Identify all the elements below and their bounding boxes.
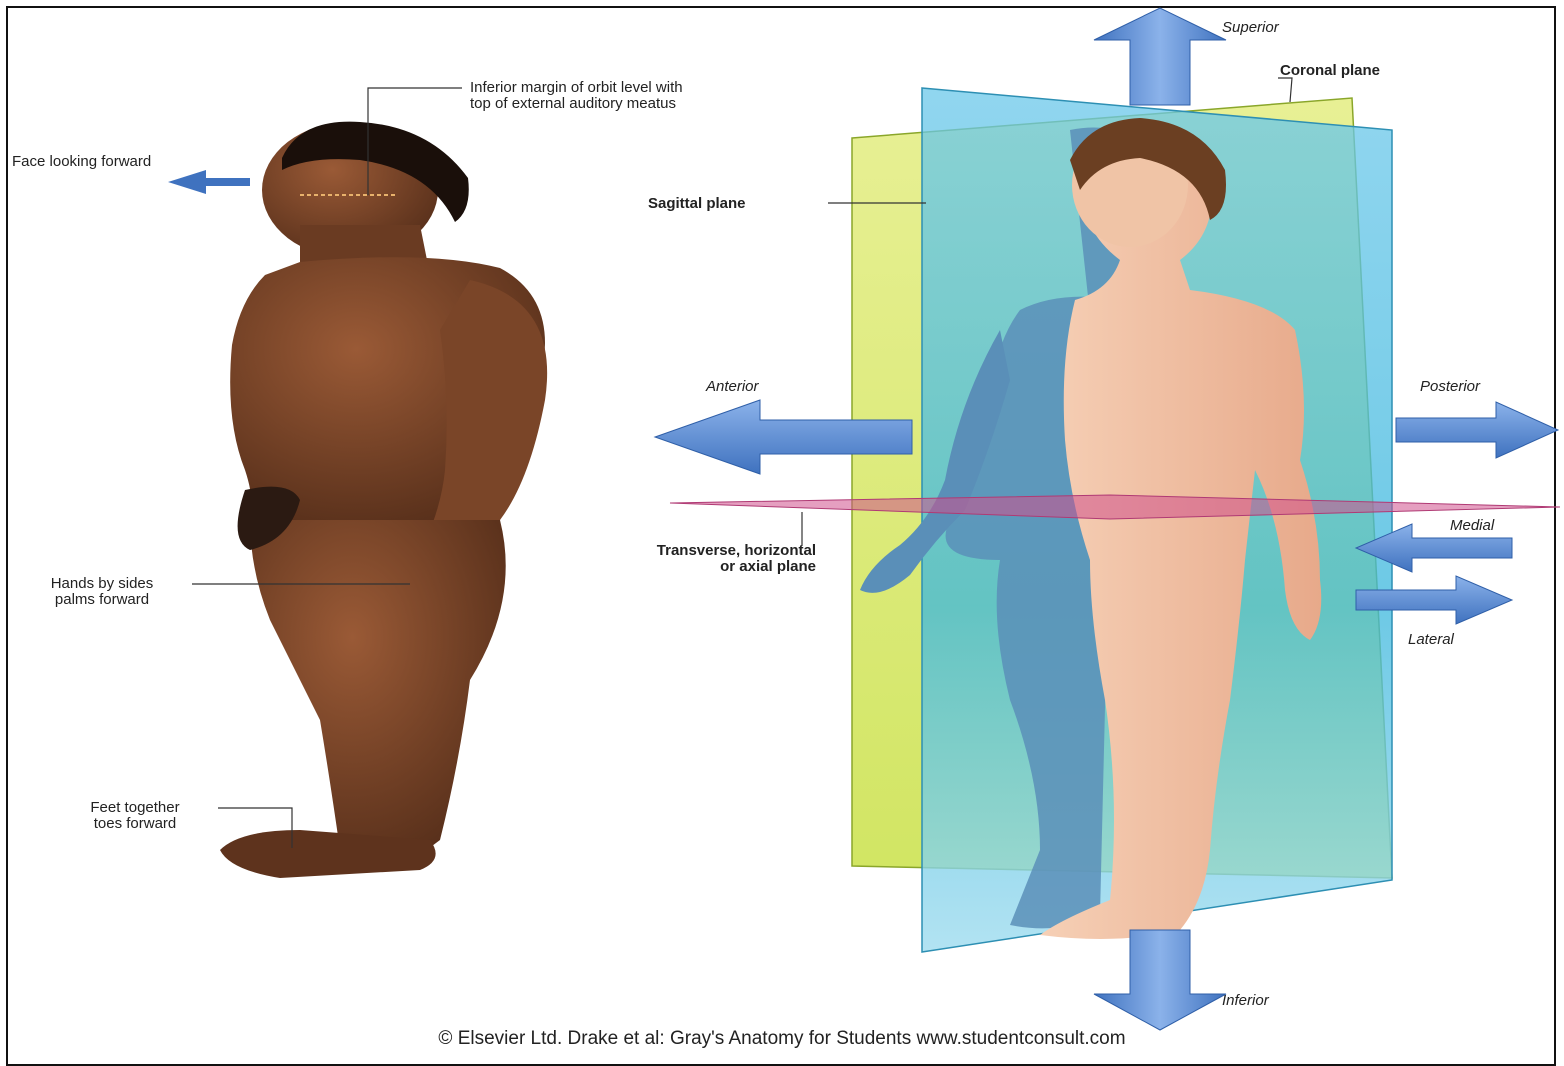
- orbit-margin-label-line-1: Inferior margin of orbit level with: [470, 80, 683, 96]
- legs: [250, 520, 506, 855]
- medial-label: Medial: [1450, 518, 1494, 534]
- orbit-margin-label-line-2: top of external auditory meatus: [470, 96, 683, 112]
- anterior-label: Anterior: [706, 379, 759, 395]
- superior-arrow-icon: [1094, 8, 1226, 105]
- feet-label: Feet together toes forward: [50, 800, 220, 832]
- feet-label-line-1: Feet together: [50, 800, 220, 816]
- face-forward-label: Face looking forward: [12, 154, 151, 170]
- posterior-arrow-icon: [1396, 402, 1558, 458]
- transverse-plane-label-line-1: Transverse, horizontal: [540, 543, 816, 559]
- lateral-label: Lateral: [1408, 632, 1454, 648]
- transverse-plane-label: Transverse, horizontal or axial plane: [540, 543, 816, 575]
- superior-label: Superior: [1222, 20, 1279, 36]
- inferior-label: Inferior: [1222, 993, 1269, 1009]
- sagittal-plane-label: Sagittal plane: [648, 196, 746, 212]
- male-figure-side-view: [220, 122, 547, 878]
- transverse-plane: [670, 495, 1560, 519]
- coronal-leader-line: [1278, 78, 1292, 102]
- inferior-arrow-icon: [1094, 930, 1226, 1030]
- orbit-margin-label: Inferior margin of orbit level with top …: [470, 80, 683, 112]
- hands-label: Hands by sides palms forward: [12, 576, 192, 608]
- transverse-plane-label-line-2: or axial plane: [540, 559, 816, 575]
- hands-label-line-1: Hands by sides: [12, 576, 192, 592]
- posterior-label: Posterior: [1420, 379, 1480, 395]
- feet-label-line-2: toes forward: [50, 816, 220, 832]
- coronal-plane-label: Coronal plane: [1280, 63, 1380, 79]
- hands-label-line-2: palms forward: [12, 592, 192, 608]
- face-forward-arrow-icon: [168, 170, 250, 194]
